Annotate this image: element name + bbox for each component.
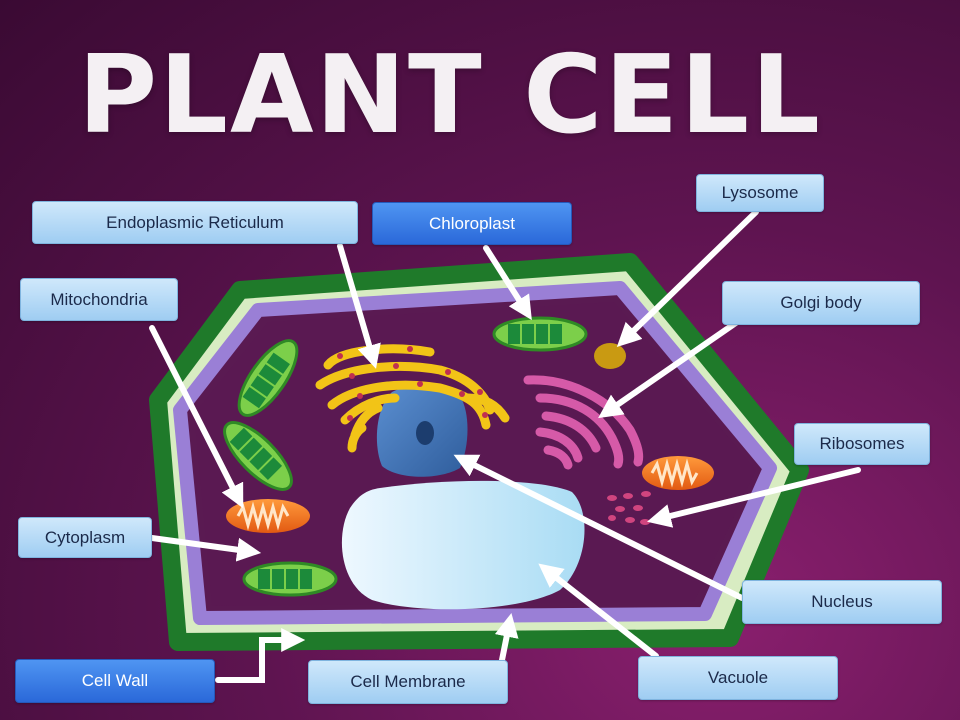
nucleolus-shape: [416, 421, 434, 445]
label-mitochondria: Mitochondria: [20, 278, 178, 321]
arrow-ribosomes: [647, 467, 861, 528]
page-title: PLANT CELL: [78, 33, 822, 158]
label-golgi-body: Golgi body: [722, 281, 920, 325]
label-cell-membrane: Cell Membrane: [308, 660, 508, 704]
mitochondria-shape: [226, 499, 310, 533]
label-endoplasmic-reticulum: Endoplasmic Reticulum: [32, 201, 358, 244]
chloroplast-shape-4: [242, 561, 338, 597]
arrow-golgi: [598, 317, 743, 419]
pointer-arrows: [149, 209, 861, 683]
arrow-er: [337, 243, 381, 369]
label-vacuole: Vacuole: [638, 656, 838, 700]
arrow-vacuole: [538, 563, 659, 659]
label-cell-wall: Cell Wall: [15, 659, 215, 703]
lysosome-shape: [594, 343, 626, 369]
chloroplast-shape-2: [237, 339, 299, 417]
mitochondria-shape-2: [642, 456, 714, 490]
arrow-cytoplasm: [149, 535, 262, 562]
arrow-mitochondria: [149, 325, 244, 509]
arrow-lysosome: [616, 209, 759, 348]
vacuole-shape: [341, 480, 585, 610]
chloroplast-shape-3: [223, 421, 293, 491]
label-cytoplasm: Cytoplasm: [18, 517, 152, 558]
label-nucleus: Nucleus: [742, 580, 942, 624]
arrow-cell-wall: [215, 628, 306, 683]
label-lysosome: Lysosome: [696, 174, 824, 212]
label-chloroplast: Chloroplast: [372, 202, 572, 245]
label-ribosomes: Ribosomes: [794, 423, 930, 465]
arrow-nucleus: [453, 454, 745, 601]
chloroplast-shape: [492, 316, 588, 352]
golgi-body-shape: [523, 375, 644, 470]
arrow-chloroplast: [483, 245, 532, 321]
